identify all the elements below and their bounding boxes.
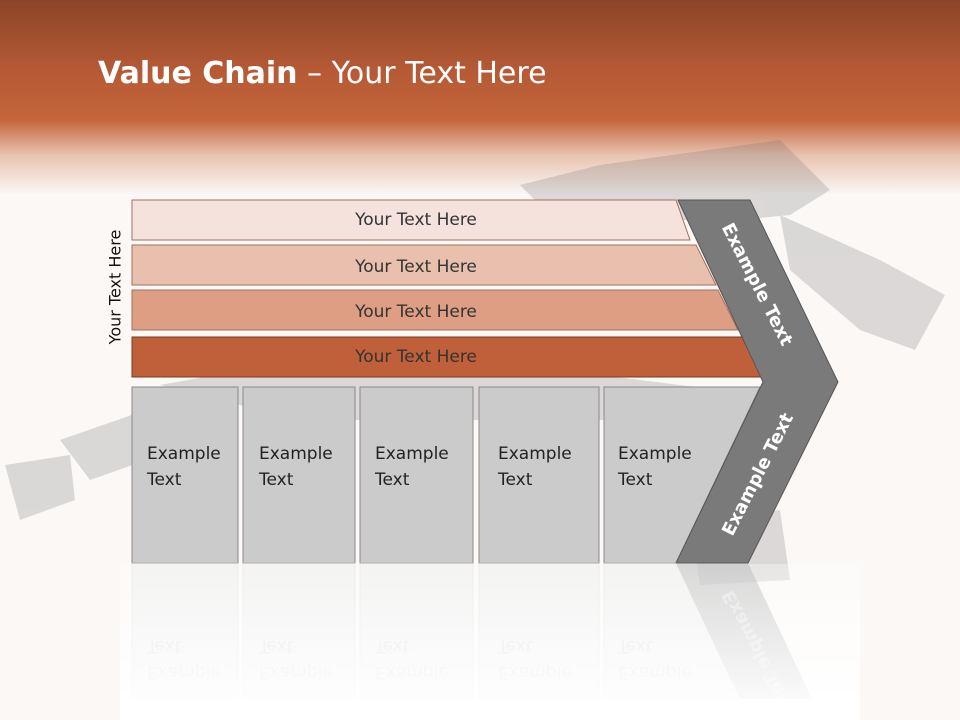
bar-1: [131, 199, 691, 241]
title-rest: – Your Text Here: [297, 56, 547, 91]
slide-title: Value Chain – Your Text Here: [98, 56, 547, 91]
box-4-line2: Text: [497, 470, 533, 490]
title-strong: Value Chain: [98, 56, 298, 91]
box-group: Example Text Example Text Example Text E…: [131, 386, 761, 564]
box-1: [131, 386, 239, 564]
box-3-line2: Text: [374, 470, 410, 490]
box-3: [359, 386, 474, 564]
bar-3-label: Your Text Here: [354, 302, 477, 322]
box-5-line1: Example: [618, 444, 692, 464]
box-5-line2: Text: [617, 470, 653, 490]
box-2: [242, 386, 356, 564]
box-3-line1: Example: [375, 444, 449, 464]
box-2-line1: Example: [259, 444, 333, 464]
bar-4-label: Your Text Here: [354, 347, 477, 367]
bar-2: [131, 244, 717, 286]
header-band: [0, 0, 960, 200]
box-2-line2: Text: [258, 470, 294, 490]
box-4: [478, 386, 600, 564]
bar-1-label: Your Text Here: [354, 210, 477, 230]
box-4-line1: Example: [498, 444, 572, 464]
reflection-fade: [120, 564, 860, 720]
box-1-line1: Example: [147, 444, 221, 464]
bar-3: [131, 289, 739, 331]
bar-group: Your Text Here Your Text Here Your Text …: [131, 199, 763, 378]
box-1-line2: Text: [146, 470, 182, 490]
bar-2-label: Your Text Here: [354, 257, 477, 277]
